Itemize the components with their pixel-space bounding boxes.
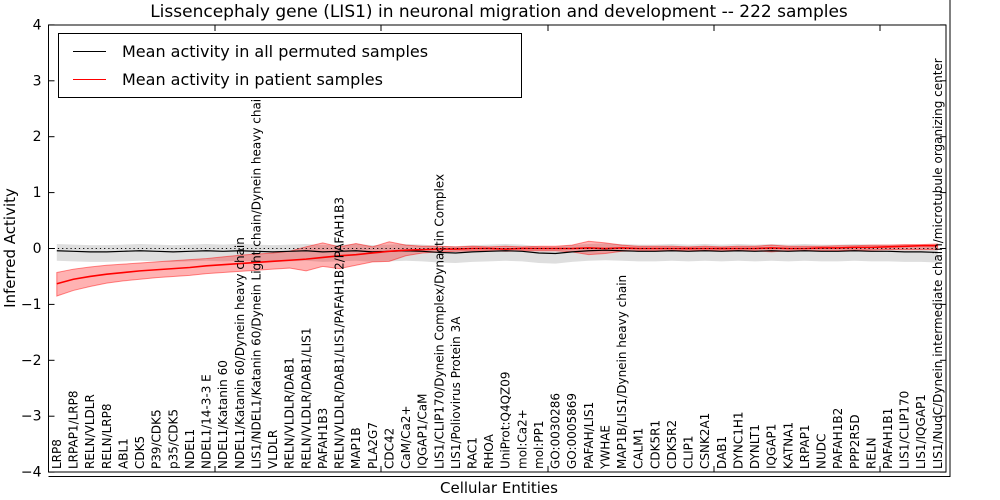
x-tick-label: VLDLR [266,430,280,469]
x-tick-label: P39/CDK5 [150,409,164,469]
legend-label-patient: Mean activity in patient samples [122,69,383,89]
x-tick-label: LIS1/NudC/Dynein intermediate chain/micr… [931,58,945,469]
x-tick-label: DAB1 [715,436,729,469]
y-tick-label: 4 [33,17,42,33]
x-tick-label: NDEL1 [183,429,197,469]
x-axis-label: Cellular Entities [440,479,558,497]
series-line-permuted [56,249,938,255]
x-tick-label: GO:0005869 [565,393,579,469]
x-tick-label: p35/CDK5 [166,409,180,469]
x-tick-label: NDEL1/Katanin 60/Dynein heavy chain [233,237,247,469]
x-tick-label: MAP1B/LIS1/Dynein heavy chain [615,275,629,469]
x-tick-label: CDK5 [133,436,147,469]
x-tick-label: LIS1/CLIP170 [898,391,912,469]
x-tick-label: PPP2R5D [848,414,862,469]
x-tick-label: PAFAH1B1 [881,408,895,469]
y-tick-label: 1 [33,185,42,201]
x-tick-label: RELN/LRP8 [100,403,114,469]
legend-entry-patient: Mean activity in patient samples [73,70,521,89]
x-tick-label: LIS1/IQGAP1 [914,394,928,469]
confidence-band-patient [56,240,939,297]
x-tick-label: YWHAE [598,425,612,470]
x-tick-label: PAFAH/LIS1 [582,402,596,469]
x-tick-label: RAC1 [466,437,480,469]
series-line-patient [56,244,938,285]
x-tick-label: MAP1B [349,427,363,469]
x-tick-label: CDK5R1 [648,420,662,469]
x-tick-label: RHOA [482,433,496,469]
x-tick-label: NDEL1/Katanin 60 [216,360,230,469]
y-tick-label: 0 [33,241,42,257]
x-tick-label: LRPAP1/LRP8 [67,390,81,469]
x-tick-label: mol:Ca2+ [515,409,529,469]
x-tick-label: CLIP1 [682,436,696,469]
y-tick-label: −1 [21,297,42,313]
legend-line-patient-icon [73,78,106,80]
x-tick-label: CSNK2A1 [698,413,712,469]
x-tick-label: RELN/VLDLR/DAB1/LIS1/PAFAH1B2/PAFAH1B3 [333,197,347,469]
chart-title: Lissencephaly gene (LIS1) in neuronal mi… [150,2,848,22]
x-tick-label: NDEL1/14-3-3 E [200,374,214,469]
legend-entry-permuted: Mean activity in all permuted samples [73,42,521,61]
x-tick-label: CDK5R2 [665,420,679,469]
x-tick-label: ABL1 [116,438,130,469]
x-tick-label: LRPAP1 [798,424,812,469]
y-tick-label: −2 [21,353,42,369]
x-tick-label: KATNA1 [781,422,795,469]
x-tick-label: PLA2G7 [366,422,380,469]
x-tick-label: PAFAH1B2 [831,408,845,469]
x-tick-label: DYNC1H1 [731,411,745,469]
legend: Mean activity in all permuted samples Me… [58,33,522,98]
x-tick-label: CALM1 [632,428,646,469]
y-tick-label: −4 [21,465,42,481]
y-tick-label: −3 [21,409,42,425]
x-tick-label: CaM/Ca2+ [399,405,413,469]
x-tick-label: LIS1/NDEL1/Katanin 60/Dynein Light chain… [249,91,263,469]
x-tick-label: mol:PP1 [532,420,546,469]
x-tick-label: IQGAP1/CaM [416,394,430,470]
x-tick-label: UniProt:Q4QZ09 [499,371,513,469]
y-tick-label: 3 [33,73,42,89]
legend-line-permuted-icon [73,51,106,53]
x-tick-label: RELN/VLDLR/DAB1 [283,357,297,469]
x-tick-label: RELN/VLDLR [83,394,97,469]
y-tick-label: 2 [33,129,42,145]
x-tick-label: PAFAH1B3 [316,408,330,469]
x-tick-label: CDC42 [382,428,396,469]
x-tick-label: RELN/VLDLR/DAB1/LIS1 [299,328,313,469]
x-tick-label: GO:0030286 [549,393,563,469]
x-tick-label: LIS1/CLIP170/Dynein Complex/Dynactin Com… [432,174,446,469]
x-tick-label: NUDC [815,434,829,469]
x-tick-label: DYNLT1 [748,424,762,469]
x-tick-label: IQGAP1 [765,424,779,469]
x-tick-label: RELN [864,437,878,469]
y-axis-label: Inferred Activity [1,188,19,308]
x-tick-label: LIS1/Poliovirus Protein 3A [449,316,463,469]
legend-label-permuted: Mean activity in all permuted samples [122,42,429,62]
x-tick-label: LRP8 [50,439,64,469]
